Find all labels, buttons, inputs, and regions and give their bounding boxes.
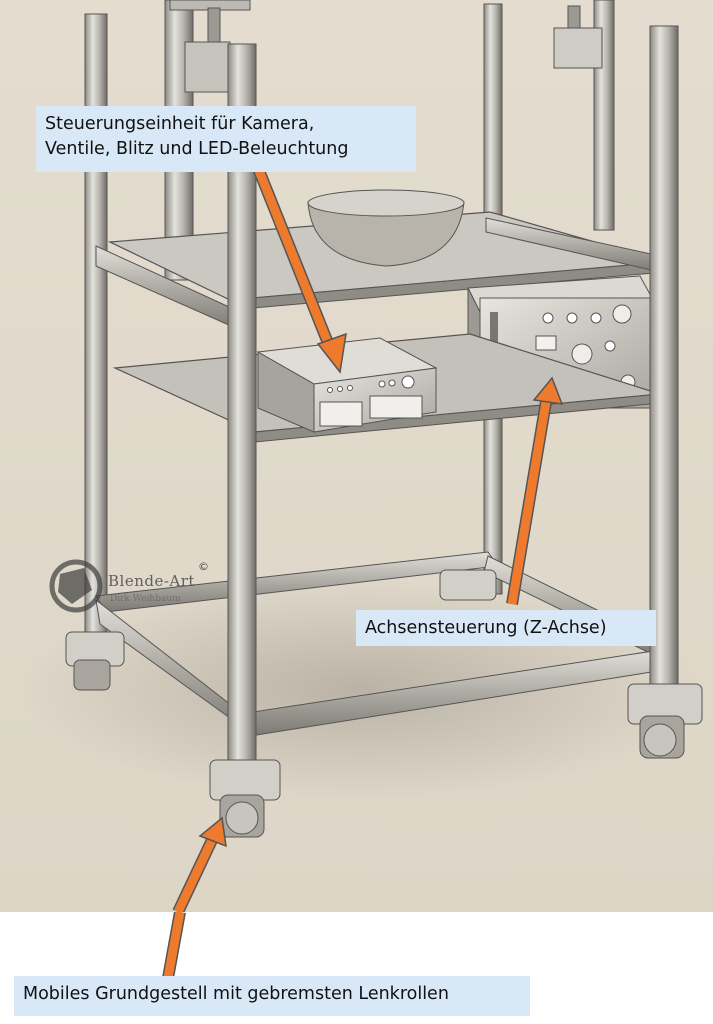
front-posts — [227, 25, 679, 767]
callout-control-unit-line1: Steuerungseinheit für Kamera, — [45, 114, 315, 134]
arrow-base-tail — [162, 912, 186, 980]
arrow-control-unit — [252, 165, 347, 374]
control-unit-box — [256, 337, 438, 433]
callout-axis-control: Achsensteuerung (Z-Achse) — [356, 610, 656, 646]
watermark: Blende-Art © Dirk Weihbaum — [52, 560, 222, 620]
arrow-base — [172, 816, 227, 912]
arrow-axis-control — [506, 376, 564, 605]
camera-mount — [169, 0, 603, 93]
watermark-copyright: © — [198, 560, 209, 573]
watermark-subtitle: Dirk Weihbaum — [110, 594, 181, 604]
casters — [65, 569, 703, 838]
callout-control-unit-line2: Ventile, Blitz und LED-Beleuchtung — [45, 139, 349, 160]
callout-base: Mobiles Grundgestell mit gebremsten Lenk… — [14, 976, 530, 1016]
bowl — [307, 189, 465, 267]
aperture-logo — [49, 559, 103, 613]
callout-control-unit: Steuerungseinheit für Kamera, Ventile, B… — [36, 106, 416, 172]
watermark-brand: Blende-Art — [108, 572, 195, 590]
